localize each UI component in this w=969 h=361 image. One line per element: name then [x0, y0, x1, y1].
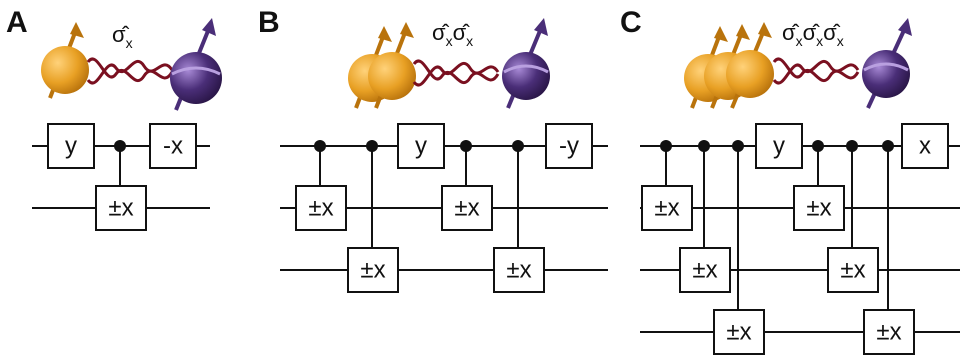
entanglement-icon — [772, 57, 860, 85]
gate-label: ±x — [806, 195, 831, 222]
gate-box: ±x — [493, 247, 545, 293]
gate-label: -x — [163, 133, 183, 160]
gate-label: ±x — [726, 319, 751, 346]
ancilla-spin-icon — [368, 22, 416, 109]
gate-label: y — [415, 133, 427, 160]
control-dot — [314, 140, 326, 152]
gate-label: y — [65, 133, 77, 160]
entanglement-icon — [412, 59, 500, 87]
operator-label-c: σ̂xσ̂xσ̂x — [782, 20, 844, 49]
gate-box: ±x — [641, 185, 693, 231]
gate-box: ±x — [679, 247, 731, 293]
gate-label: ±x — [654, 195, 679, 222]
gate-label: -y — [559, 133, 579, 160]
gate-label: ±x — [108, 195, 133, 222]
control-dot — [812, 140, 824, 152]
gate-box: y — [47, 123, 95, 169]
gate-box: ±x — [441, 185, 493, 231]
target-spin-icon — [170, 18, 222, 111]
gate-box: ±x — [347, 247, 399, 293]
op-symbol: σ̂ — [112, 22, 130, 47]
gate-box: y — [397, 123, 445, 169]
gate-label: ±x — [454, 195, 479, 222]
control-dot — [114, 140, 126, 152]
op-subscript: x — [796, 33, 803, 49]
target-spin-icon — [862, 18, 912, 109]
panel-c: C σ̂xσ̂xσ̂x — [620, 6, 960, 355]
gate-label: x — [919, 133, 931, 160]
control-dot — [732, 140, 744, 152]
gate-label: ±x — [308, 195, 333, 222]
panel-a: A σ̂x y — [6, 6, 222, 231]
control-dot — [366, 140, 378, 152]
op-symbol: σ̂ — [823, 20, 841, 45]
control-dot — [846, 140, 858, 152]
gate-label: y — [773, 133, 785, 160]
op-subscript: x — [837, 33, 844, 49]
gate-box: -x — [149, 123, 197, 169]
panel-label-a: A — [6, 6, 28, 39]
gate-box: ±x — [827, 247, 879, 293]
gate-box: ±x — [95, 185, 147, 231]
panel-label-b: B — [258, 6, 280, 39]
gate-box: y — [755, 123, 803, 169]
gate-box: x — [901, 123, 949, 169]
op-subscript: x — [466, 33, 473, 49]
control-dot — [698, 140, 710, 152]
op-subscript: x — [816, 33, 823, 49]
operator-label-b: σ̂xσ̂x — [432, 20, 473, 49]
op-symbol: σ̂ — [803, 20, 821, 45]
ancilla-spin-icon — [41, 22, 89, 99]
op-symbol: σ̂ — [453, 20, 471, 45]
control-dot — [660, 140, 672, 152]
op-symbol: σ̂ — [782, 20, 800, 45]
gate-label: ±x — [506, 257, 531, 284]
target-spin-icon — [502, 18, 550, 109]
gate-box: -y — [545, 123, 593, 169]
gate-label: ±x — [692, 257, 717, 284]
ancilla-spin-icon — [726, 22, 774, 109]
gate-label: ±x — [876, 319, 901, 346]
panel-b: B σ̂xσ̂x — [258, 6, 608, 293]
control-dot — [882, 140, 894, 152]
control-dot — [512, 140, 524, 152]
op-subscript: x — [446, 33, 453, 49]
control-dot — [460, 140, 472, 152]
gate-label: ±x — [360, 257, 385, 284]
op-subscript: x — [126, 35, 133, 51]
gate-box: ±x — [793, 185, 845, 231]
op-symbol: σ̂ — [432, 20, 450, 45]
gate-box: ±x — [863, 309, 915, 355]
panel-label-c: C — [620, 6, 642, 39]
gate-box: ±x — [713, 309, 765, 355]
gate-box: ±x — [295, 185, 347, 231]
entanglement-icon — [86, 57, 174, 85]
gate-label: ±x — [840, 257, 865, 284]
operator-label-a: σ̂x — [112, 22, 133, 51]
